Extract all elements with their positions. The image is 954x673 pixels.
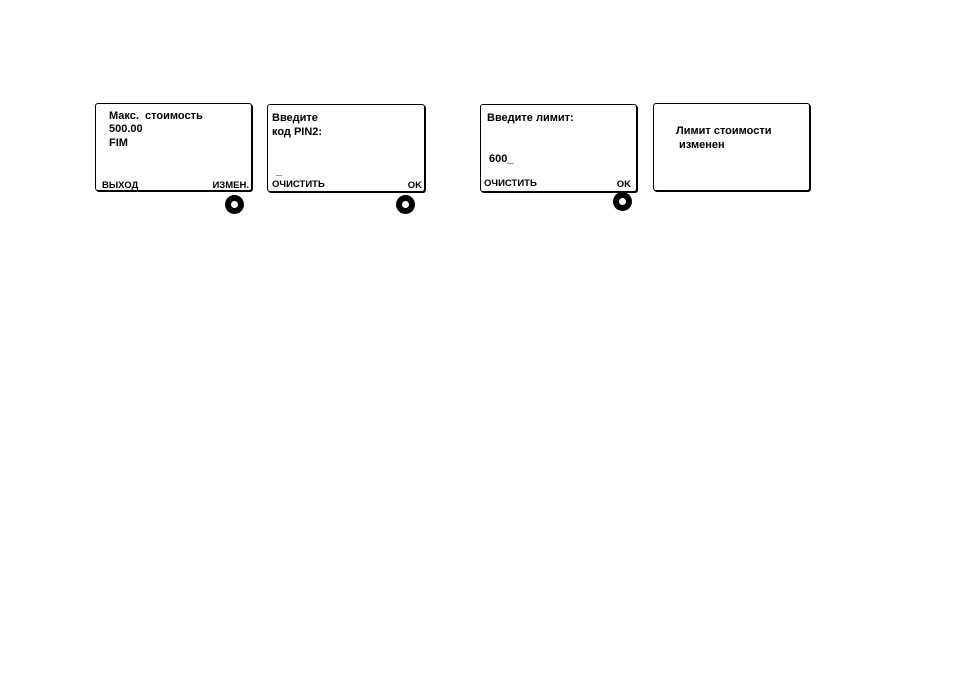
selection-key-icon[interactable]	[396, 195, 415, 214]
selection-key-icon[interactable]	[613, 192, 632, 211]
softkey-clear-label: ОЧИСТИТЬ	[484, 178, 537, 189]
softkey-exit-label: ВЫХОД	[102, 180, 138, 191]
phone-display-enter-limit: Введите лимит: 600_ ОЧИСТИТЬ OK	[480, 104, 637, 192]
display-line-message-2: изменен	[676, 139, 725, 152]
softkey-change-label: ИЗМЕН.	[212, 180, 249, 191]
selection-key-icon[interactable]	[225, 195, 244, 214]
softkey-clear-label: ОЧИСТИТЬ	[272, 179, 325, 190]
pin2-input-field[interactable]: _	[276, 165, 282, 178]
display-line-amount: 500.00	[109, 123, 143, 136]
phone-display-enter-pin2: Введите код PIN2: _ ОЧИСТИТЬ OK	[267, 104, 425, 192]
display-line-title: Макс. стоимость	[109, 110, 203, 123]
softkey-ok-label: OK	[408, 180, 422, 191]
display-line-currency: FIM	[109, 137, 128, 150]
limit-input-field[interactable]: 600_	[489, 153, 513, 166]
display-line-message: Лимит стоимости	[676, 125, 772, 138]
display-line-pin2: код PIN2:	[272, 126, 322, 139]
softkey-ok-label: OK	[617, 179, 631, 190]
display-line-prompt: Введите лимит:	[487, 112, 574, 125]
phone-display-max-cost: Макс. стоимость 500.00 FIM ВЫХОД ИЗМЕН.	[95, 103, 252, 191]
display-line-prompt: Введите	[272, 112, 318, 125]
phone-display-limit-changed: Лимит стоимости изменен	[653, 103, 810, 191]
